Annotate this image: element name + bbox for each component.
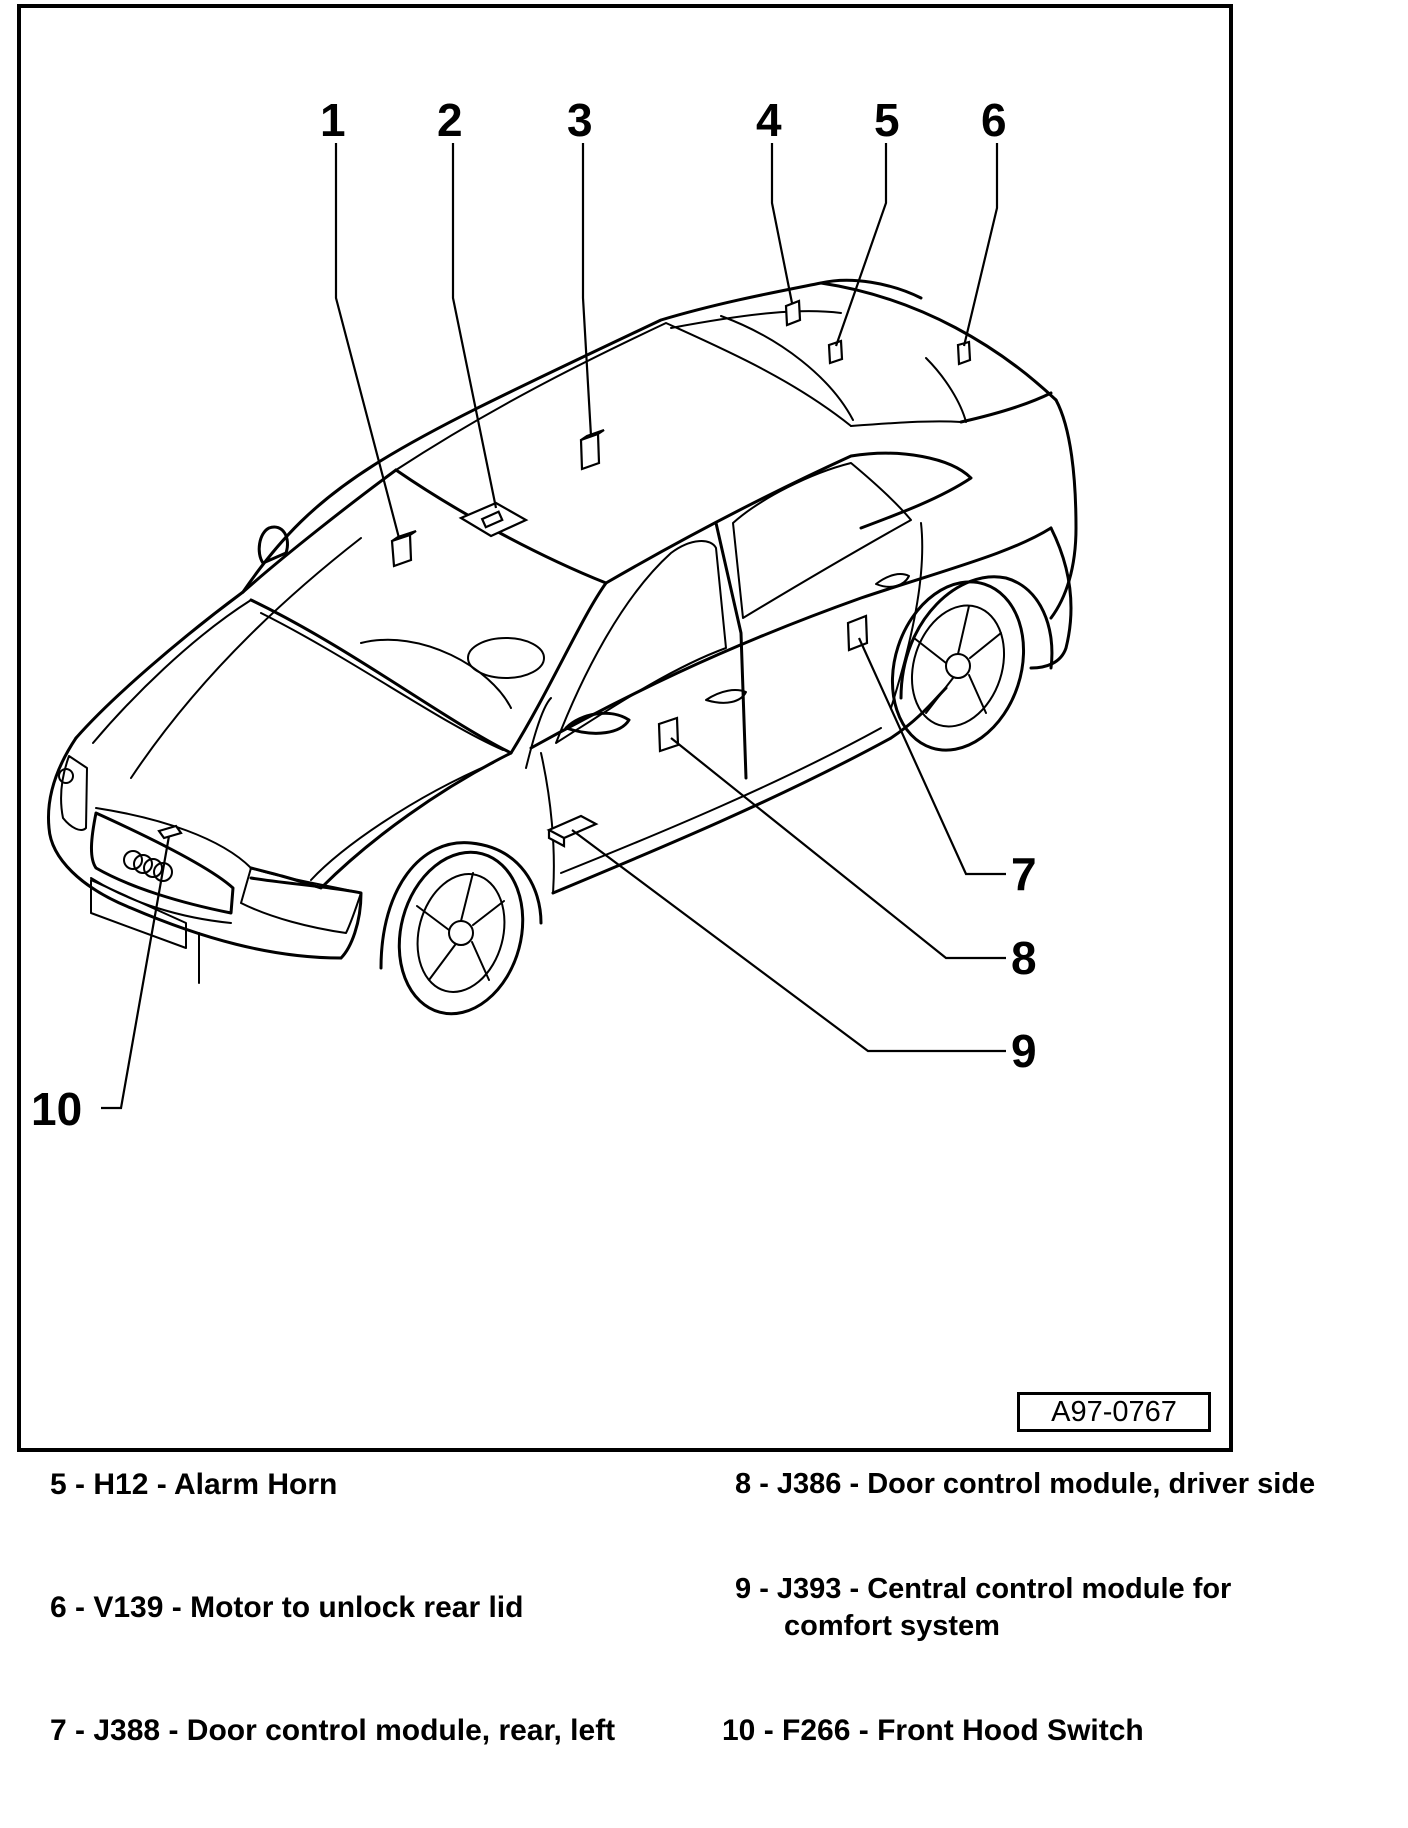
audi-logo — [123, 850, 173, 882]
legend-number: 6 — [50, 1591, 67, 1624]
legend-code: J393 — [776, 1573, 842, 1605]
callout-numbers: 1 2 3 4 5 6 7 8 9 10 — [31, 94, 1037, 1135]
legend-item-7: 7 - J388 - Door control module, rear, le… — [50, 1714, 616, 1747]
legend-description-line2: comfort system — [784, 1610, 1000, 1642]
callout-8: 8 — [1011, 932, 1037, 984]
component-location-diagram: 1 2 3 4 5 6 7 8 9 10 A97-0767 — [17, 4, 1233, 1452]
callout-7: 7 — [1011, 848, 1037, 900]
legend-description: Door control module, rear, left — [186, 1714, 616, 1747]
legend-item-9-continued: comfort system — [784, 1610, 1000, 1643]
callout-3: 3 — [567, 94, 593, 146]
legend-code: J386 — [776, 1468, 842, 1500]
leader-9 — [571, 829, 1006, 1053]
callout-2: 2 — [437, 94, 463, 146]
legend-description: Motor to unlock rear lid — [190, 1591, 524, 1624]
legend-description: Alarm Horn — [173, 1468, 338, 1501]
component-2-inner — [480, 510, 504, 529]
callout-9: 9 — [1011, 1025, 1037, 1077]
leader-lines — [101, 143, 1006, 1110]
legend-code: J388 — [93, 1714, 161, 1747]
legend-item-9: 9 - J393 - Central control module for — [735, 1573, 1232, 1605]
legend-item-5: 5 - H12 - Alarm Horn — [50, 1468, 338, 1501]
leader-3 — [581, 143, 593, 437]
legend-code: F266 — [782, 1714, 851, 1747]
legend-number: 9 — [735, 1573, 752, 1605]
legend-code: H12 — [93, 1468, 149, 1501]
car-outline — [46, 278, 1078, 1016]
callout-10: 10 — [31, 1083, 82, 1135]
legend-number: 5 — [50, 1468, 67, 1501]
callout-4: 4 — [756, 94, 782, 146]
callout-6: 6 — [981, 94, 1007, 146]
leader-1 — [334, 143, 401, 539]
legend-item-10: 10 - F266 - Front Hood Switch — [722, 1714, 1144, 1747]
leader-5 — [834, 143, 888, 347]
component-1-box — [390, 529, 417, 568]
component-8-box — [657, 716, 680, 753]
legend-code: V139 — [93, 1591, 164, 1624]
leader-6 — [962, 143, 999, 347]
component-4-box — [784, 299, 802, 327]
legend-number: 8 — [735, 1468, 752, 1500]
leader-10 — [101, 835, 171, 1110]
component-markers — [157, 299, 972, 848]
component-7-box — [846, 614, 869, 652]
legend-item-8: 8 - J386 - Door control module, driver s… — [735, 1468, 1316, 1500]
leader-8 — [670, 737, 1006, 960]
leader-4 — [770, 143, 794, 304]
leader-7 — [857, 637, 1006, 876]
leader-2 — [451, 143, 498, 509]
callout-1: 1 — [320, 94, 346, 146]
legend-number: 7 — [50, 1714, 67, 1747]
component-10-box — [157, 824, 183, 840]
legend-item-6: 6 - V139 - Motor to unlock rear lid — [50, 1591, 524, 1624]
legend-description: Front Hood Switch — [877, 1714, 1144, 1747]
legend-description-line1: Central control module for — [867, 1573, 1232, 1605]
callout-5: 5 — [874, 94, 900, 146]
car-illustration: 1 2 3 4 5 6 7 8 9 10 — [31, 94, 1078, 1135]
component-3-box — [579, 428, 605, 471]
legend-number: 10 — [722, 1714, 756, 1747]
legend-description: Door control module, driver side — [867, 1468, 1316, 1500]
figure-id-label: A97-0767 — [1017, 1392, 1211, 1432]
